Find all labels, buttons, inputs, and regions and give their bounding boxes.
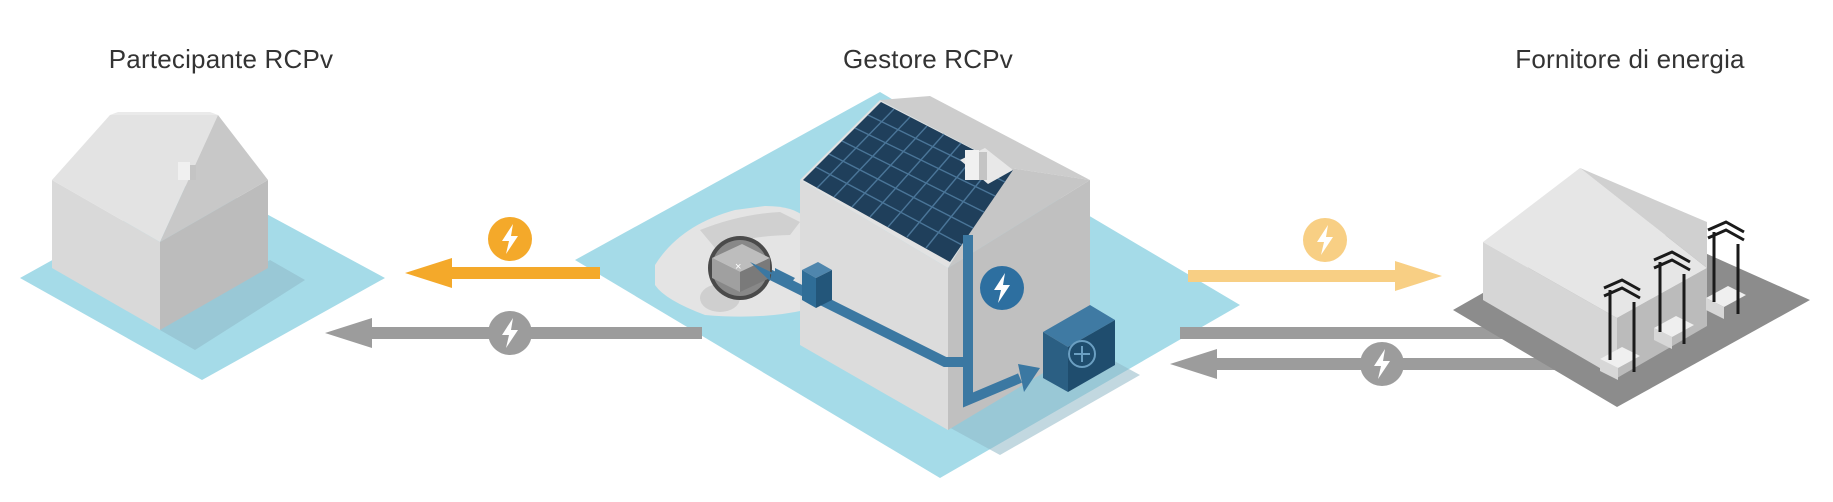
energy-supplier-label: Fornitore di energia <box>1515 44 1745 74</box>
chimney <box>178 162 190 180</box>
solar-panel-icon <box>803 102 1013 262</box>
flow-solar-to-participant <box>405 217 600 288</box>
flow-solar-to-supplier <box>1188 218 1442 291</box>
lightning-bolt-icon <box>1360 342 1404 386</box>
chimney <box>965 150 979 180</box>
flow-manager-to-supplier <box>1180 327 1520 339</box>
manager-label: Gestore RCPv <box>842 44 1014 74</box>
flow-supplier-to-manager <box>1170 342 1560 386</box>
power-pylon-icon <box>1653 250 1691 344</box>
manager-house: × <box>575 92 1240 478</box>
lightning-bolt-icon <box>980 266 1024 310</box>
participant-label: Partecipante RCPv <box>108 44 334 74</box>
power-pylon-icon <box>1707 220 1745 314</box>
energy-supplier-plant <box>1453 168 1810 407</box>
svg-text:×: × <box>735 261 741 273</box>
flow-grid-to-participant <box>325 311 702 355</box>
heat-pump-icon <box>1043 305 1115 392</box>
participant-house <box>20 112 385 380</box>
wallbox-charger-icon <box>802 262 832 308</box>
power-pylon-icon <box>1603 278 1641 372</box>
lightning-bolt-icon <box>488 311 532 355</box>
lightning-bolt-icon <box>1303 218 1347 262</box>
lightning-bolt-icon <box>488 217 532 261</box>
battery-icon: × <box>708 236 772 300</box>
